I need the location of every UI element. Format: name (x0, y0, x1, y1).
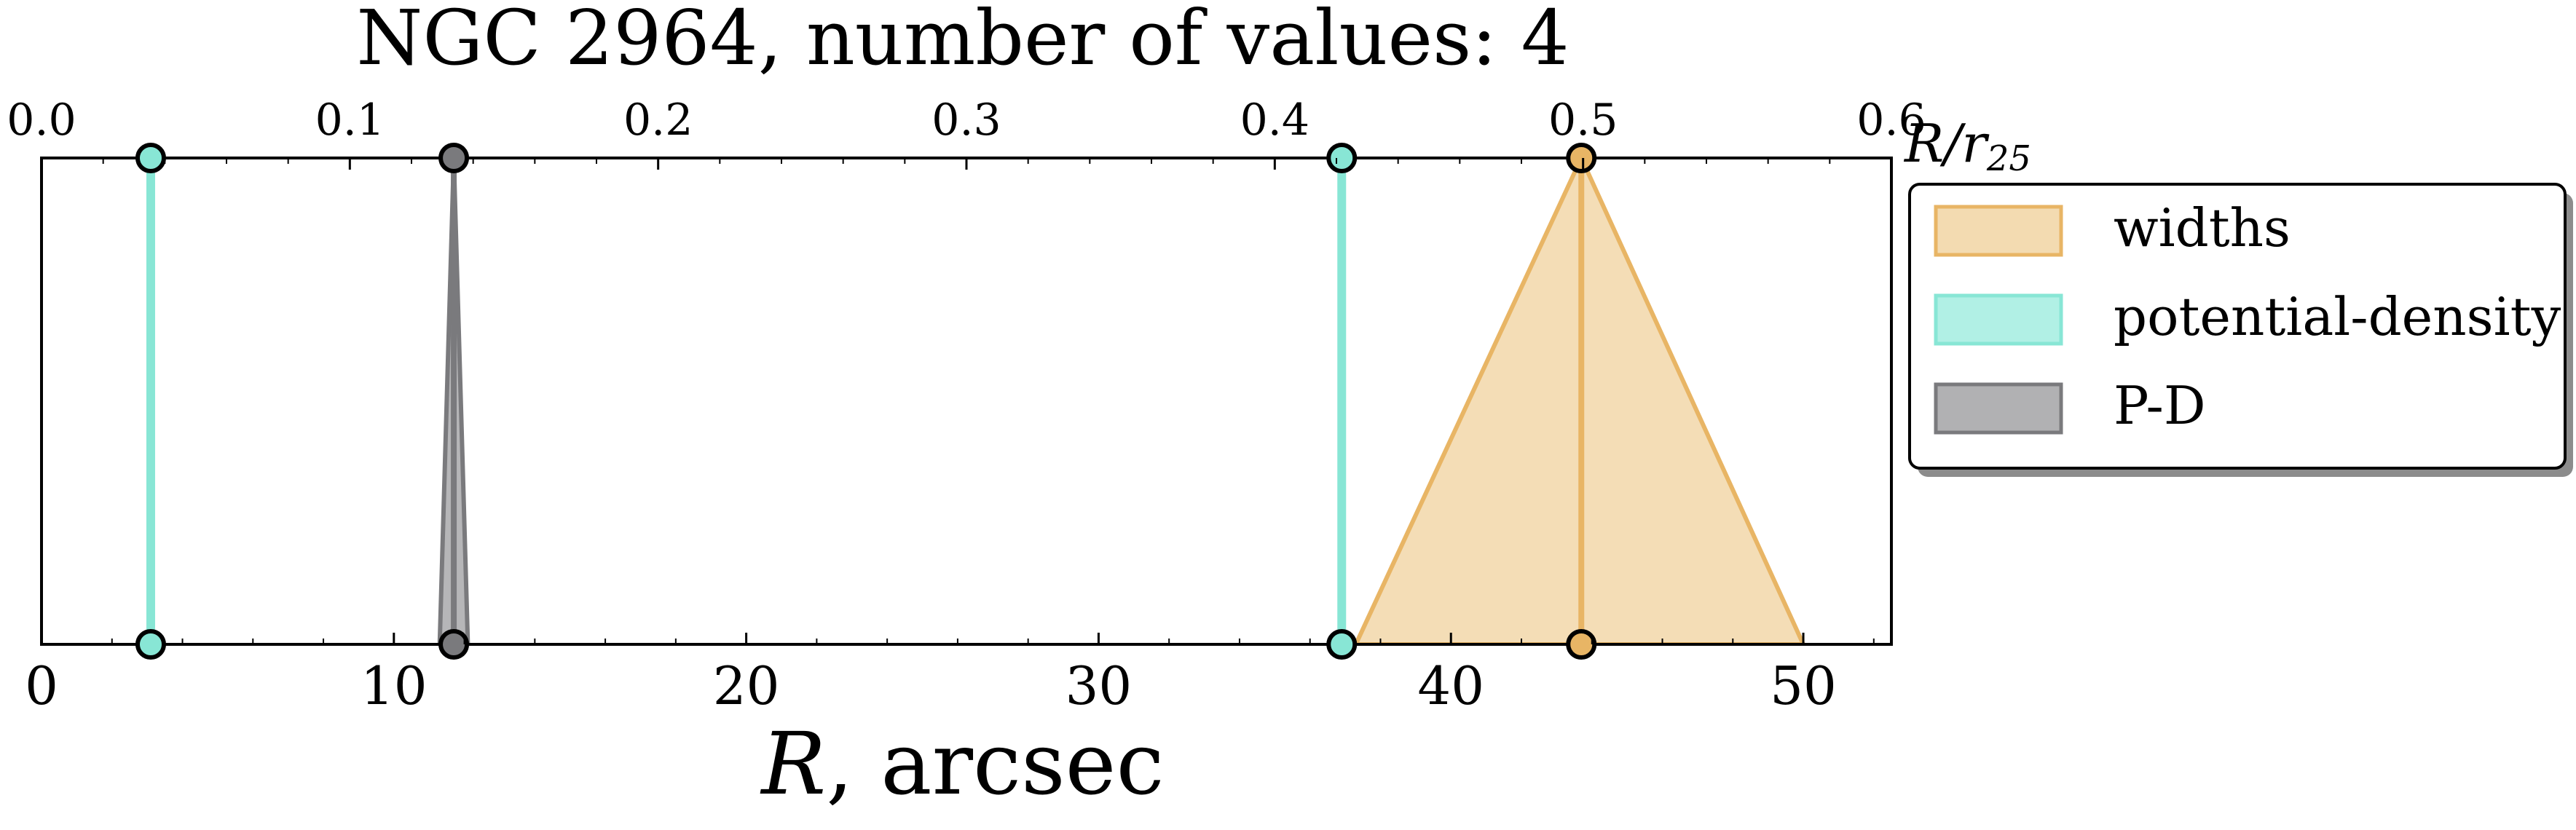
x-tick-label-3: 30 (1066, 655, 1133, 716)
x2-tick-label-6: 0.6 (1856, 95, 1926, 146)
legend-label-potential-density: potential-density (2114, 286, 2561, 347)
x2-tick-label-3: 0.3 (931, 95, 1001, 146)
x-tick-label-1: 10 (361, 655, 428, 716)
potential-density-marker-0-top (135, 143, 166, 173)
x-tick-label-2: 20 (713, 655, 780, 716)
top-axis-label: R/r25 (1903, 113, 2031, 179)
legend-swatch-widths (1934, 205, 2063, 257)
legend-label-p-d: P-D (2114, 375, 2206, 436)
x-tick-label-0: 0 (25, 655, 58, 716)
plot-area (146, 158, 1806, 644)
legend-swatch-potential-density (1934, 293, 2063, 346)
x2-tick-label-5: 0.5 (1548, 95, 1618, 146)
legend-swatch-p-d (1934, 382, 2063, 435)
widths-marker-0-top (1566, 143, 1597, 173)
x-axis-label: R, arcsec (760, 714, 1164, 814)
potential-density-marker-1-top (1326, 143, 1358, 173)
x-tick-label-4: 40 (1417, 655, 1484, 716)
legend-frame (1908, 183, 2567, 470)
chart-title: NGC 2964, number of values: 4 (356, 0, 1569, 82)
bottom-axis: 0 10 20 30 40 50 (25, 633, 1875, 716)
markers (135, 143, 1597, 660)
widths-marker-0-bottom (1566, 629, 1597, 660)
potential-density-marker-0-bottom (135, 629, 166, 660)
x2-tick-label-2: 0.2 (623, 95, 693, 146)
x-tick-label-5: 50 (1770, 655, 1837, 716)
x-axis-label-unit: , arcsec (826, 714, 1164, 814)
p-d-marker-0-bottom (438, 629, 470, 660)
p-d-marker-0-top (438, 143, 470, 173)
top-axis: 0.0 0.1 0.2 0.3 0.4 0.5 0.6 (7, 95, 1926, 170)
x2-tick-label-4: 0.4 (1240, 95, 1309, 146)
x2-tick-label-0: 0.0 (7, 95, 76, 146)
x2-tick-label-1: 0.1 (315, 95, 385, 146)
top-axis-label-subscript: 25 (1986, 138, 2031, 179)
top-axis-label-main: R/r (1903, 113, 1989, 174)
x-axis-label-variable: R (760, 714, 826, 814)
potential-density-marker-1-bottom (1326, 629, 1358, 660)
legend-label-widths: widths (2114, 197, 2291, 258)
